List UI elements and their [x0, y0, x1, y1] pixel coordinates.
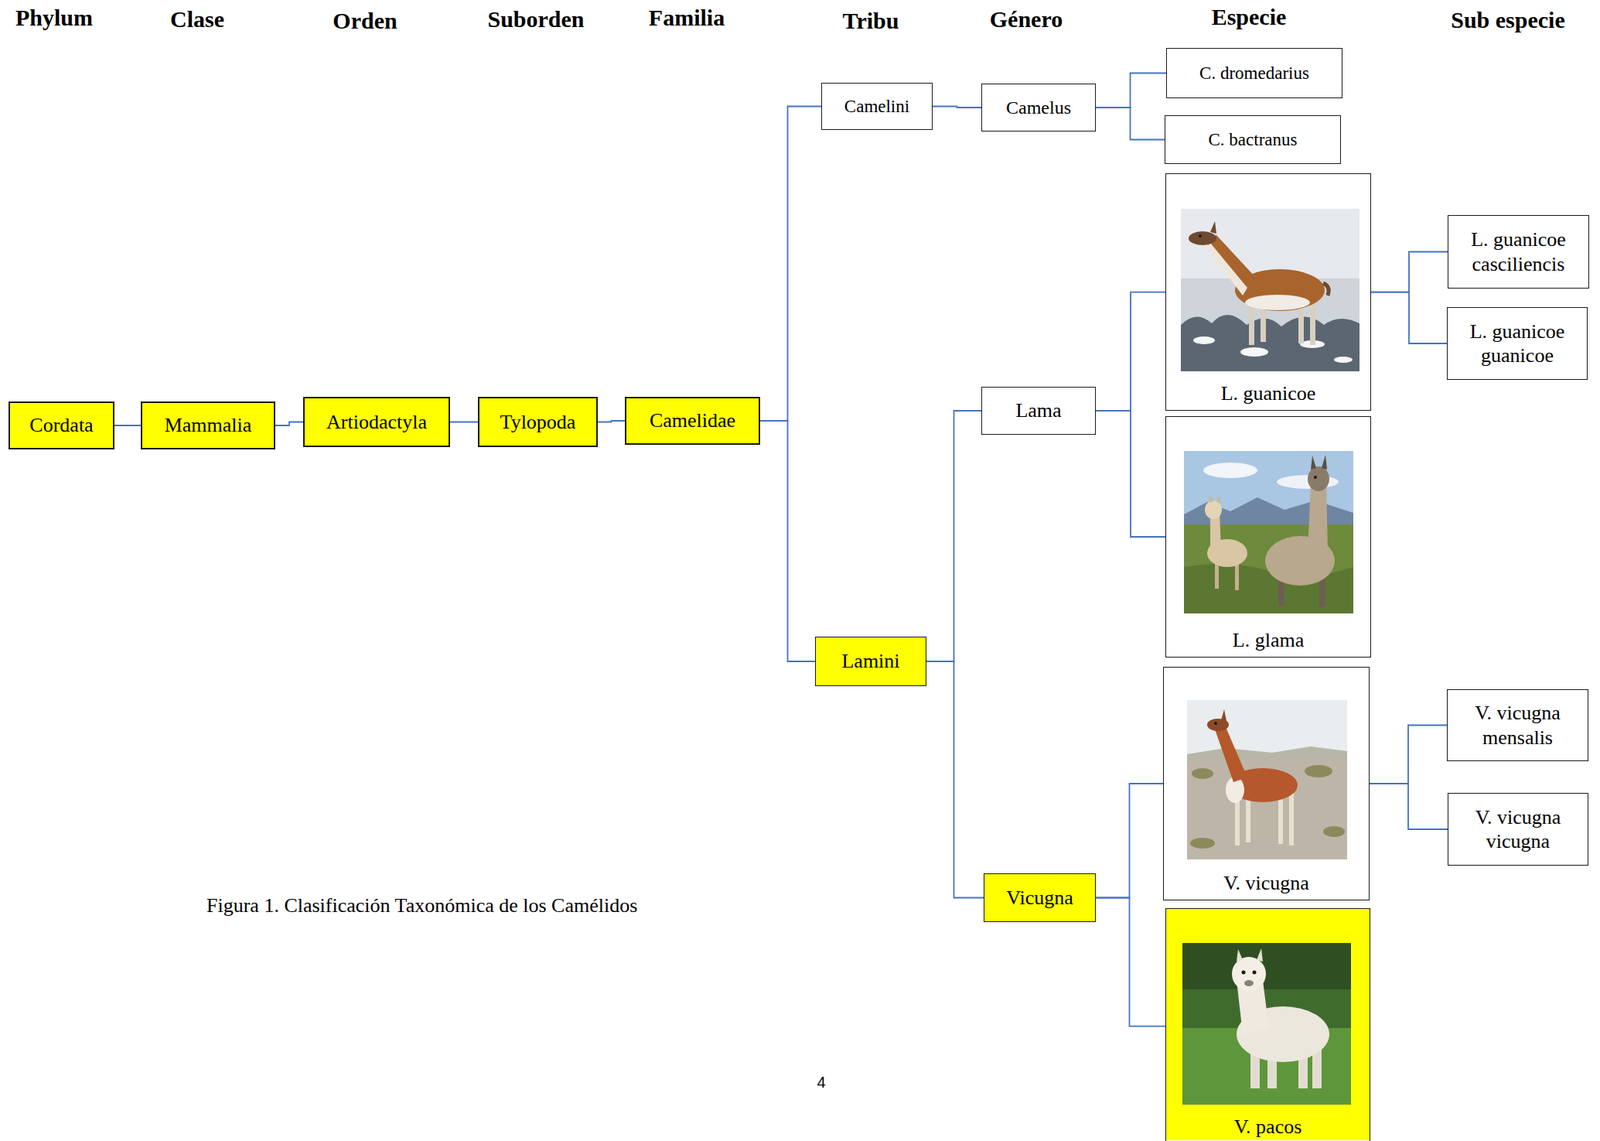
tree-connector	[597, 420, 625, 423]
taxon-name: V. vicugna	[1223, 870, 1310, 895]
column-header: Especie	[1211, 3, 1287, 31]
taxon-box: L. guanicoe casciliencis	[1447, 214, 1590, 289]
tree-connector	[1095, 107, 1165, 140]
column-header: Tribu	[842, 7, 900, 35]
column-header: Phylum	[15, 4, 93, 31]
taxon-box: Artiodactyla	[303, 396, 451, 447]
taxon-box: Camelus	[981, 83, 1096, 132]
taxon-name: Camelini	[844, 95, 910, 118]
species-photo-box: L. glama	[1165, 416, 1372, 658]
column-header: Clase	[170, 6, 225, 33]
taxon-box: Lamini	[815, 636, 927, 686]
taxon-name: Lama	[1015, 398, 1061, 423]
taxon-name: L. guanicoe casciliencis	[1456, 227, 1581, 276]
column-header: Orden	[332, 7, 397, 35]
tree-connector	[760, 106, 822, 422]
taxon-name: Vicugna	[1006, 885, 1074, 910]
tree-connector	[1369, 725, 1447, 785]
animal-photo	[1187, 699, 1348, 860]
tree-connector	[1095, 783, 1164, 898]
taxon-box: Camelidae	[624, 396, 761, 445]
taxon-name: V. pacos	[1234, 1114, 1303, 1139]
taxon-name: V. vicugna mensalis	[1455, 700, 1580, 749]
taxon-name: Camelidae	[649, 408, 736, 433]
taxon-name: Tylopoda	[500, 409, 577, 434]
animal-photo	[1182, 942, 1351, 1105]
column-header: Género	[989, 6, 1063, 33]
taxon-name: L. guanicoe guanicoe	[1455, 319, 1580, 368]
figure-caption: Figura 1. Clasificación Taxonómica de lo…	[206, 893, 638, 918]
column-header: Suborden	[487, 6, 584, 33]
animal-photo	[1183, 450, 1354, 614]
species-photo-box: V. pacos	[1165, 907, 1371, 1141]
tree-connector	[1095, 897, 1166, 1027]
taxon-box: V. vicugna vicugna	[1447, 792, 1589, 866]
taxon-box: L. guanicoe guanicoe	[1446, 307, 1588, 380]
tree-connector	[1095, 73, 1167, 109]
species-photo-box: L. guanicoe	[1165, 173, 1372, 411]
taxon-box: Cordata	[8, 401, 115, 450]
page-number: 4	[816, 1073, 826, 1092]
taxon-name: Camelus	[1006, 96, 1072, 120]
taxon-name: Lamini	[841, 648, 900, 673]
taxon-name: Mammalia	[164, 412, 253, 437]
animal-photo	[1180, 208, 1360, 372]
taxon-name: Artiodactyla	[326, 409, 427, 434]
taxon-name: Cordata	[29, 412, 93, 437]
taxon-box: Tylopoda	[477, 396, 598, 447]
taxon-box: C. bactranus	[1164, 115, 1341, 164]
tree-connector	[450, 421, 478, 424]
tree-connector	[1095, 410, 1166, 537]
taxon-box: C. dromedarius	[1166, 47, 1343, 99]
taxon-box: Camelini	[821, 82, 933, 130]
taxon-name: L. guanicoe	[1221, 381, 1317, 406]
taxon-name: L. glama	[1232, 627, 1304, 652]
column-header: Sub especie	[1450, 6, 1566, 34]
tree-connector	[1095, 292, 1166, 411]
tree-connector	[932, 106, 982, 109]
tree-connector	[926, 410, 982, 662]
tree-connector	[926, 661, 984, 898]
tree-connector	[1371, 252, 1448, 293]
tree-connector	[1369, 783, 1448, 829]
tree-connector	[114, 424, 141, 427]
tree-connector	[1371, 292, 1447, 344]
taxon-name: C. dromedarius	[1199, 62, 1310, 85]
column-header: Familia	[648, 4, 725, 31]
taxon-name: V. vicugna vicugna	[1456, 805, 1580, 853]
taxon-box: V. vicugna mensalis	[1446, 689, 1589, 761]
taxon-name: C. bactranus	[1208, 129, 1298, 151]
species-photo-box: V. vicugna	[1163, 666, 1370, 901]
taxon-box: Lama	[981, 386, 1096, 435]
taxon-box: Mammalia	[140, 401, 276, 450]
highlight-ground	[1165, 907, 1371, 1140]
taxon-box: Vicugna	[983, 873, 1096, 922]
tree-connector	[760, 420, 816, 662]
tree-connector	[275, 422, 304, 427]
